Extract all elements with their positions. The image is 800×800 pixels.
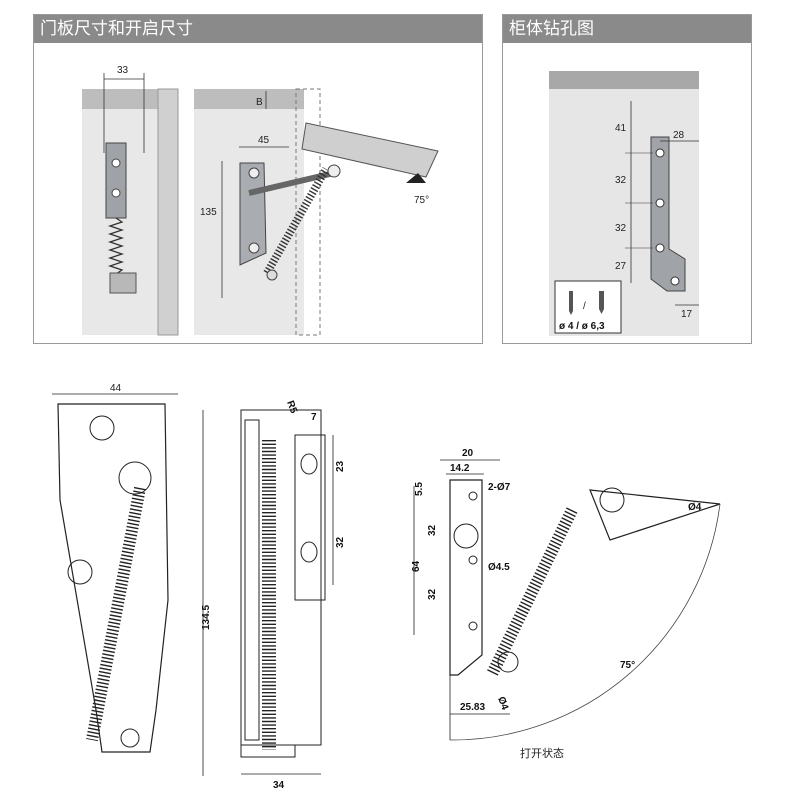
dim-b: B [256,97,263,108]
open-state-caption: 打开状态 [520,747,564,760]
open-pivot-left [453,523,479,549]
dim-64: 64 [411,560,422,572]
dim-32b: 32 [615,223,627,234]
cabinet-top [549,71,699,89]
angle-arrow [406,173,426,183]
screw-hole-2 [655,198,665,208]
side-bracket-outline [57,403,169,753]
dim-7: 7 [311,412,317,423]
front-rail [244,419,260,741]
screw-legend-slash: / [583,301,586,312]
open-view-top-board [194,89,304,109]
screw-sizes-label: ø 4 / ø 6,3 [559,321,605,332]
dim-32a: 32 [615,175,627,186]
dim-25-83: 25.83 [460,702,485,713]
dim-135: 135 [200,207,217,218]
dim-45: 45 [258,135,270,146]
open-angle-arc [449,503,721,741]
front-frame [240,409,322,746]
open-angle-label: 75° [414,195,429,206]
closed-door-outline [295,88,321,336]
front-hole-2 [300,541,318,563]
dim-41: 41 [615,123,627,134]
dim-17: 17 [681,309,693,320]
mounting-plate [650,136,686,292]
side-pivot-mid [118,461,152,495]
dim-134-5: 134.5 [201,605,212,630]
hole-4-a: Ø4 [688,502,702,513]
dim-34: 34 [273,780,285,791]
cabinet-drill-title: 柜体钻孔图 [503,15,751,43]
dim-14-2: 14.2 [450,463,470,474]
dim-32: 32 [335,536,346,548]
spring-side [107,217,125,275]
hinge-plate-side [105,142,127,219]
cabinet-drill-diagram: 41 32 32 27 28 17 / ø 4 / ø 6,3 [549,71,699,336]
cabinet-drill-panel: 柜体钻孔图 41 32 32 27 28 17 / ø 4 / ø 6,3 [502,14,752,344]
hole-2-7: 2-Ø7 [488,482,511,493]
cabinet-top-board [82,89,178,109]
open-door-view: B 75° 45 135 [194,88,439,336]
front-hole-1 [300,453,318,475]
dim-28: 28 [673,130,685,141]
side-spring [86,486,146,742]
dim-20: 20 [462,448,474,459]
dim-44: 44 [110,383,122,394]
screw-icon-small [569,291,573,315]
side-view-drawing: 44 [52,383,178,753]
open-door-arm [589,489,721,541]
spring-open [263,167,330,275]
dim-32-upper: 32 [427,524,438,536]
open-angle: 75° [620,660,635,671]
dim-23: 23 [335,460,346,472]
front-mount-plate [294,434,326,601]
open-pivot-top [599,487,625,513]
dim-33: 33 [117,65,129,76]
screw-legend-box [554,280,622,334]
screw-hole-1 [655,148,665,158]
open-state-drawing: 20 14.2 5.5 2-Ø7 32 64 32 Ø4.5 Ø4 Ø4 75°… [411,448,721,741]
door-size-panel: 门板尺寸和开启尺寸 33 B 75° 45 [33,14,483,344]
door-size-title: 门板尺寸和开启尺寸 [34,15,482,43]
left-cabinet-view: 33 [82,65,179,336]
screw-icon-large [599,291,604,314]
cabinet-front-edge [157,88,179,336]
door-size-diagram: 33 B 75° 45 135 [82,65,439,336]
side-pivot-low [67,559,93,585]
front-view-drawing: 134.5 R5 7 23 32 34 [201,399,346,791]
opened-door-panel [301,122,439,178]
open-base-plate [449,479,483,676]
hole-4-b: Ø4 [495,695,510,712]
dim-32-lower: 32 [427,588,438,600]
screw-hole-3 [655,243,665,253]
screw-hole-4 [670,276,680,286]
open-spring [486,507,578,677]
hole-4-5: Ø4.5 [488,562,510,573]
dim-5-5: 5.5 [414,482,425,496]
side-pivot-top [89,415,115,441]
dim-r5: R5 [284,399,299,415]
dim-27: 27 [615,261,627,272]
